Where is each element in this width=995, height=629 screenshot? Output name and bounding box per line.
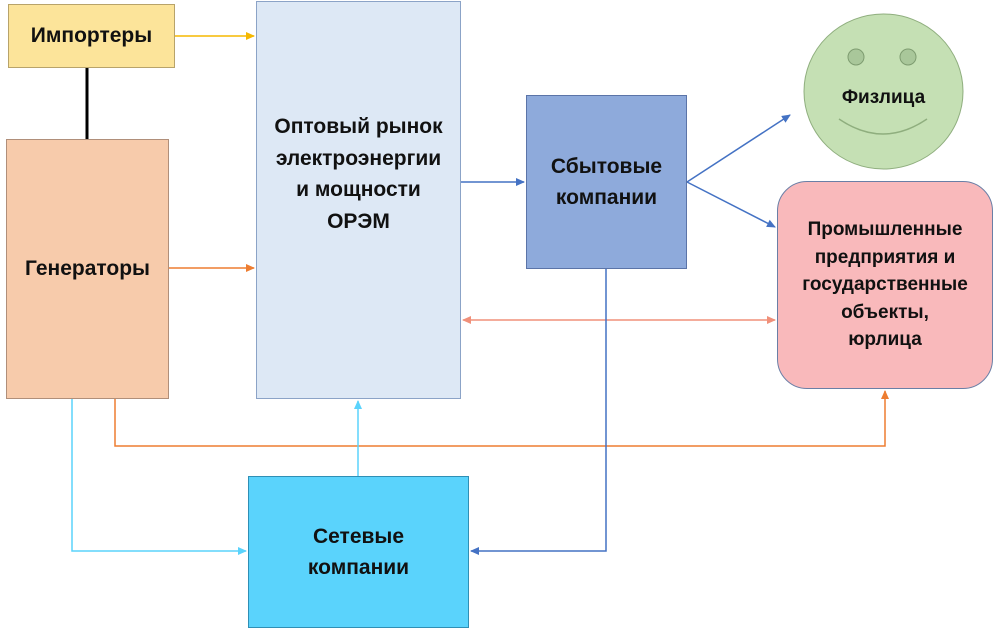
right-eye (899, 48, 917, 66)
wholesale-market-box: Оптовый рынок электроэнергии и мощности … (256, 1, 461, 399)
grid-companies-box: Сетевые компании (248, 476, 469, 628)
individuals-label: Физлица (841, 87, 926, 108)
retail-companies-box: Сбытовые компании (526, 95, 687, 269)
importers-box: Импортеры (8, 4, 175, 68)
arrow-retail-to-industrial (686, 181, 776, 228)
left-eye (847, 48, 865, 66)
industrial-consumers-box: Промышленные предприятия и государственн… (777, 181, 993, 389)
wholesale-market-label: Оптовый рынок электроэнергии и мощности … (274, 115, 443, 233)
importers-label: Импортеры (30, 24, 153, 47)
retail-companies-label: Сбытовые компании (550, 154, 663, 210)
smiley-face-icon (803, 13, 964, 170)
arrow-retail-to-individuals (686, 114, 791, 183)
smile-mouth (838, 118, 928, 135)
arrow-generators-to-grid (71, 399, 247, 555)
generators-label: Генераторы (25, 257, 150, 280)
arrow-generators-to-industrial (114, 390, 889, 447)
grid-companies-label: Сетевые компании (307, 524, 410, 580)
industrial-consumers-label: Промышленные предприятия и государственн… (802, 219, 968, 351)
individuals-node: Физлица (803, 13, 964, 170)
generators-box: Генераторы (6, 139, 169, 399)
arrow-retail-to-grid (470, 269, 607, 555)
